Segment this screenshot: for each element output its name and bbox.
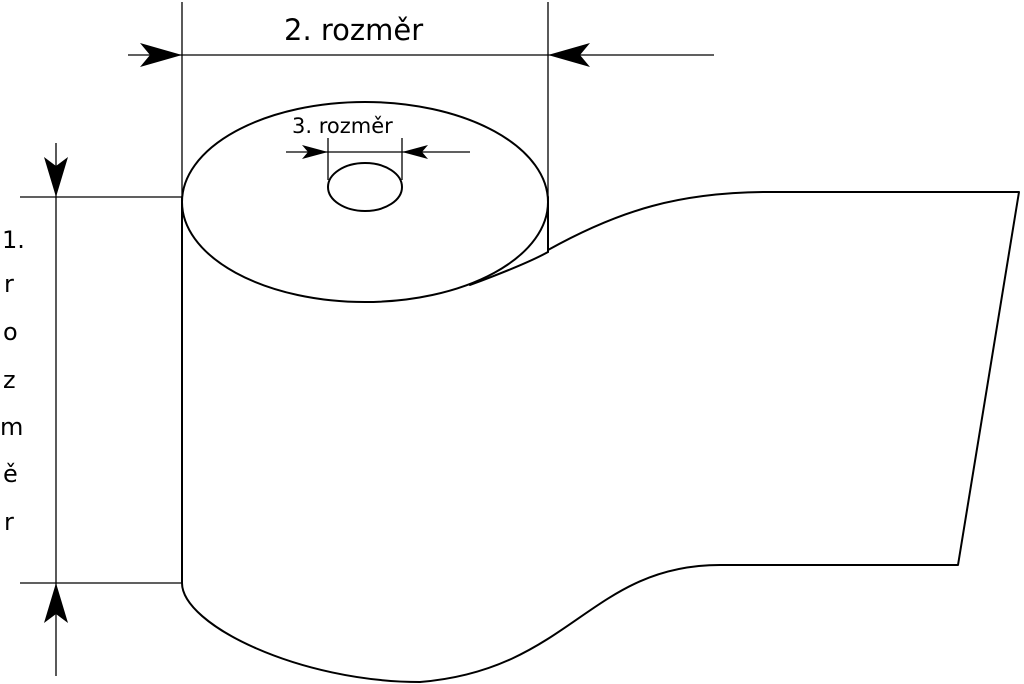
- dim2-arrow-right: [548, 43, 590, 67]
- dim1-label: 1. r o z m ě r: [0, 226, 25, 536]
- dim1-label-char: o: [3, 318, 18, 346]
- paper-sheet: [419, 191, 1020, 683]
- dim1-label-char: 1.: [2, 226, 25, 254]
- roll-core-hole: [327, 162, 403, 212]
- roll-body: [181, 196, 421, 683]
- dim1-arrow-top: [44, 157, 68, 197]
- dim1-label-char: ě: [3, 460, 18, 488]
- dim1-arrow-bottom: [44, 583, 68, 623]
- dim2-label: 2. rozměr: [284, 13, 423, 47]
- dim2-arrow-left: [140, 43, 182, 67]
- sheet-join: [469, 251, 549, 286]
- dim3-arrow-left: [302, 145, 328, 159]
- dim1-label-char: m: [0, 413, 23, 441]
- dim1-label-char: z: [3, 366, 16, 394]
- dim3-label: 3. rozměr: [292, 114, 393, 138]
- dim1-label-char: r: [4, 270, 14, 298]
- dim1-label-char: r: [4, 508, 14, 536]
- dim3-arrow-right: [402, 145, 428, 159]
